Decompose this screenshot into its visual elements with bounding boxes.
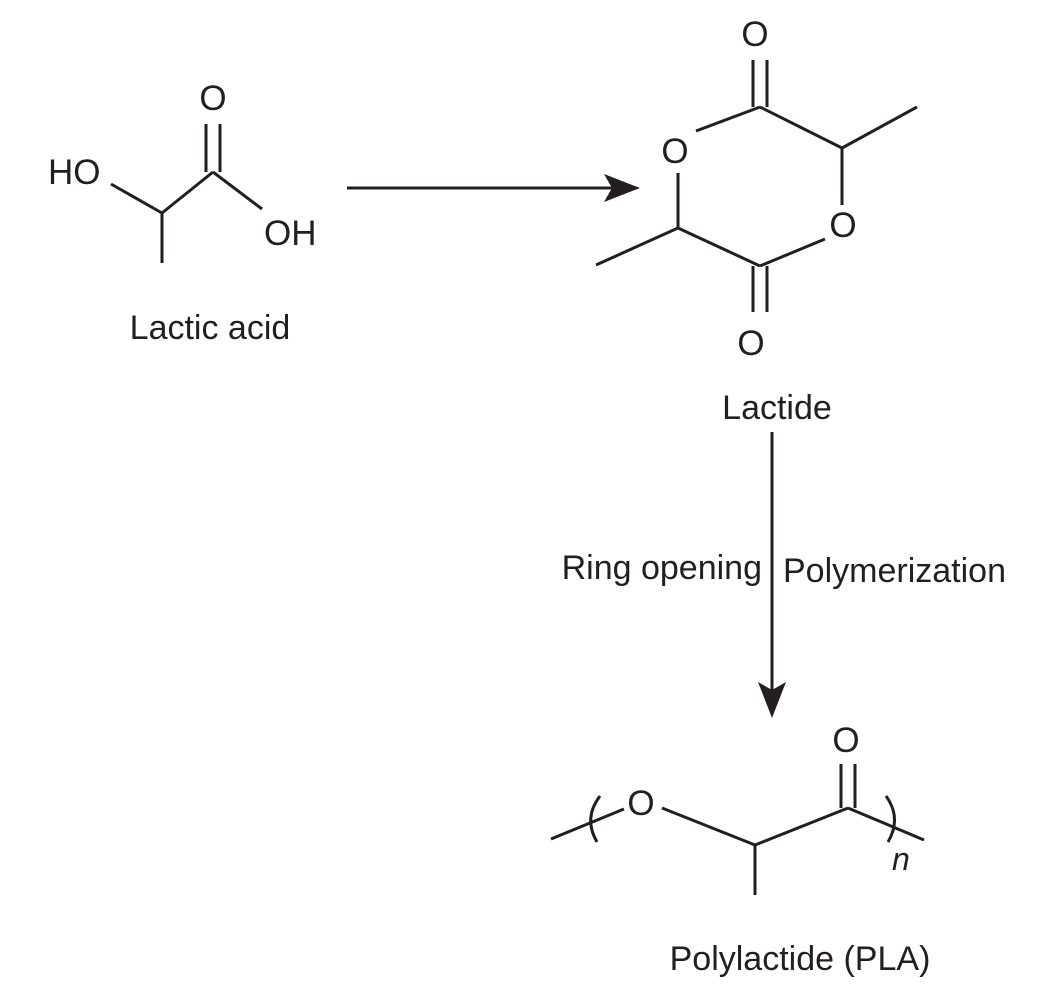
bond-ca-carboxyl bbox=[161, 170, 214, 215]
condensation-arrow bbox=[347, 174, 640, 202]
polylactide-structure: O O n bbox=[550, 721, 925, 895]
pla-right-bracket bbox=[884, 795, 896, 843]
pla-bond-left-end bbox=[550, 807, 625, 841]
pla-carbonyl-o-label: O bbox=[832, 721, 859, 760]
pla-bond-right-end bbox=[847, 806, 925, 842]
pla-bond-o-ca bbox=[661, 806, 756, 847]
pla-backbone-o-label: O bbox=[627, 784, 654, 823]
lactide-top-carbonyl-o-label: O bbox=[741, 15, 768, 54]
lactide-bond-c2-methyl bbox=[841, 105, 918, 150]
lactic-acid-carbonyl-o-label: O bbox=[199, 79, 226, 118]
lactide-bond-o2-c3 bbox=[759, 237, 826, 268]
pla-bond-ca-carbonyl bbox=[754, 806, 849, 847]
polymerization-label: Polymerization bbox=[783, 552, 1006, 590]
lactide-bond-c4-methyl bbox=[595, 226, 679, 267]
lactic-acid-ho-label: HO bbox=[48, 153, 101, 192]
polymerization-arrow-head bbox=[758, 682, 786, 718]
lactide-bond-c3-c4 bbox=[677, 226, 761, 268]
bond-ho-ca bbox=[110, 182, 163, 215]
polymerization-arrow bbox=[758, 432, 786, 718]
pla-repeat-subscript: n bbox=[892, 841, 910, 877]
lactide-ring-o-upper-label: O bbox=[661, 132, 688, 171]
polylactide-caption: Polylactide (PLA) bbox=[670, 940, 931, 978]
lactide-ring-o-lower-label: O bbox=[829, 206, 856, 245]
lactide-caption: Lactide bbox=[722, 389, 832, 427]
ring-opening-label: Ring opening bbox=[562, 549, 762, 587]
lactide-bond-c1-c2 bbox=[759, 105, 843, 150]
lactide-bond-o1-c1 bbox=[695, 105, 761, 133]
pla-left-bracket bbox=[589, 795, 602, 843]
lactic-acid-oh-label: OH bbox=[264, 214, 317, 253]
bond-carboxyl-oh bbox=[212, 170, 263, 211]
lactic-acid-structure: HO O OH bbox=[48, 79, 317, 263]
condensation-arrow-head bbox=[604, 174, 640, 202]
lactide-bottom-carbonyl-o-label: O bbox=[737, 324, 764, 363]
lactide-structure: O O O O bbox=[595, 15, 918, 363]
lactic-acid-caption: Lactic acid bbox=[130, 309, 291, 347]
